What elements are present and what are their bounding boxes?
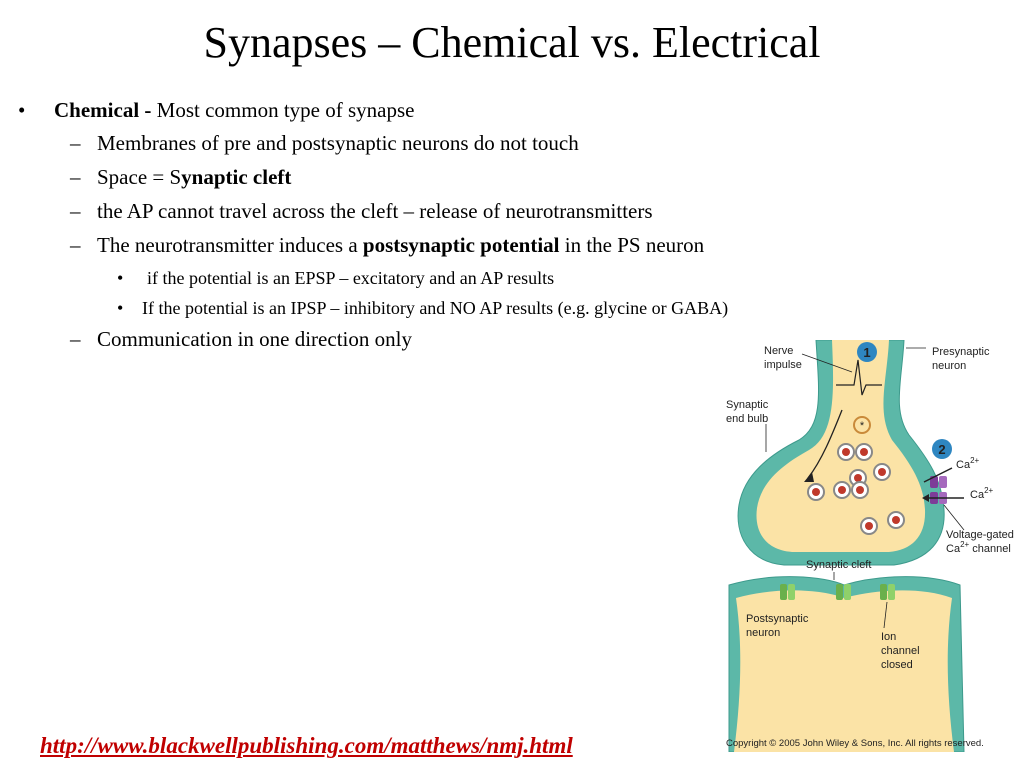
subbullet-space: – Space = Synaptic cleft: [14, 164, 734, 191]
bullet-list: • Chemical - Most common type of synapse…: [14, 96, 734, 360]
label-vgc-2: Ca2+ channel: [946, 540, 1011, 555]
slide-title: Synapses – Chemical vs. Electrical: [203, 18, 821, 67]
ca-arrowhead-lower: [922, 494, 929, 502]
label-nerve-impulse-1: Nerve: [764, 345, 793, 357]
label-ion-2: channel: [881, 645, 920, 657]
ion-channel: [836, 584, 851, 600]
subbullet-nt-bold: postsynaptic potential: [362, 233, 560, 257]
subsub-ipsp: • If the potential is an IPSP – inhibito…: [14, 296, 734, 320]
ca-channel-upper: [930, 476, 947, 488]
step-2-number: 2: [938, 442, 945, 457]
ca-upper-sup: 2+: [970, 456, 979, 465]
label-synaptic-cleft: Synaptic cleft: [806, 559, 871, 571]
dash-marker: –: [70, 233, 81, 257]
subsub-epsp-text: if the potential is an EPSP – excitatory…: [147, 268, 555, 288]
vesicle: [887, 511, 905, 529]
vesicle: [837, 443, 855, 461]
label-ion-3: closed: [881, 659, 913, 671]
bullet-chemical: • Chemical - Most common type of synapse: [14, 96, 734, 124]
subbullet-nt-pre: The neurotransmitter induces a: [97, 233, 363, 257]
vesicle: *: [853, 416, 871, 434]
subbullet-nt-post: in the PS neuron: [559, 233, 705, 257]
vesicle: [855, 443, 873, 461]
label-presynaptic-2: neuron: [932, 360, 966, 372]
label-vgc-1: Voltage-gated: [946, 529, 1014, 541]
label-postsynaptic-2: neuron: [746, 627, 780, 639]
subbullet-direction-text: Communication in one direction only: [97, 327, 412, 351]
ca-lower-sup: 2+: [984, 486, 993, 495]
vgc-ca: Ca: [946, 543, 961, 555]
subsub-epsp: • if the potential is an EPSP – excitato…: [14, 266, 734, 290]
nerve-impulse-trace: [836, 359, 882, 396]
subbullet-ap-cleft-text: the AP cannot travel across the cleft – …: [97, 199, 653, 223]
dash-marker: –: [70, 131, 81, 155]
vesicle: [851, 481, 869, 499]
step-1-badge: 1: [857, 342, 877, 362]
subsub-ipsp-text: If the potential is an IPSP – inhibitory…: [142, 298, 729, 318]
bullet-marker: •: [18, 98, 26, 122]
subbullet-ap-cleft: – the AP cannot travel across the cleft …: [14, 198, 734, 225]
source-link[interactable]: http://www.blackwellpublishing.com/matth…: [40, 733, 573, 758]
svg-text:*: *: [860, 420, 865, 432]
ca-lower-text: Ca: [970, 489, 985, 501]
bullet-chemical-text: Most common type of synapse: [156, 98, 415, 122]
vgc-channel: channel: [969, 543, 1011, 555]
synapse-illustration: * 1: [726, 340, 1014, 752]
vesicle: [873, 463, 891, 481]
bullet-marker: •: [117, 268, 124, 288]
label-postsynaptic-1: Postsynaptic: [746, 613, 809, 625]
step-1-number: 1: [863, 345, 870, 360]
label-end-bulb-2: end bulb: [726, 413, 768, 425]
leader-ion-channel: [883, 601, 888, 629]
impulse-arrowhead: [804, 472, 814, 482]
label-nerve-impulse-2: impulse: [764, 359, 802, 371]
label-presynaptic-1: Presynaptic: [932, 346, 990, 358]
copyright-notice: Copyright © 2005 John Wiley & Sons, Inc.…: [726, 738, 984, 749]
dash-marker: –: [70, 327, 81, 351]
dash-marker: –: [70, 199, 81, 223]
bullet-chemical-label: Chemical -: [54, 98, 157, 122]
vesicle: [807, 483, 825, 501]
ion-channel: [880, 584, 895, 600]
vesicle: [860, 517, 878, 535]
synapse-diagram: * 1: [724, 340, 1024, 752]
ion-channel: [780, 584, 795, 600]
subbullet-space-text: Space = S: [97, 165, 182, 189]
ca-arrow-upper: [923, 467, 953, 483]
label-ca-lower: Ca2+: [970, 486, 994, 501]
label-ca-upper: Ca2+: [956, 456, 980, 471]
subbullet-membranes: – Membranes of pre and postsynaptic neur…: [14, 130, 734, 157]
label-ion-1: Ion: [881, 631, 896, 643]
leader-vgc: [943, 504, 965, 531]
vesicles: *: [807, 416, 905, 535]
ca-upper-text: Ca: [956, 459, 971, 471]
vesicle: [833, 481, 851, 499]
dash-marker: –: [70, 165, 81, 189]
step-2-badge: 2: [932, 439, 952, 459]
postsynaptic-cytoplasm: [734, 590, 954, 752]
bullet-marker: •: [117, 298, 124, 318]
label-end-bulb-1: Synaptic: [726, 399, 769, 411]
vgc-sup: 2+: [960, 540, 969, 549]
subbullet-space-bold: ynaptic cleft: [181, 165, 292, 189]
subbullet-membranes-text: Membranes of pre and postsynaptic neuron…: [97, 131, 579, 155]
subbullet-neurotransmitter: – The neurotransmitter induces a postsyn…: [14, 232, 734, 259]
subbullet-direction: – Communication in one direction only: [14, 326, 734, 353]
leader-nerve-impulse: [801, 353, 853, 373]
